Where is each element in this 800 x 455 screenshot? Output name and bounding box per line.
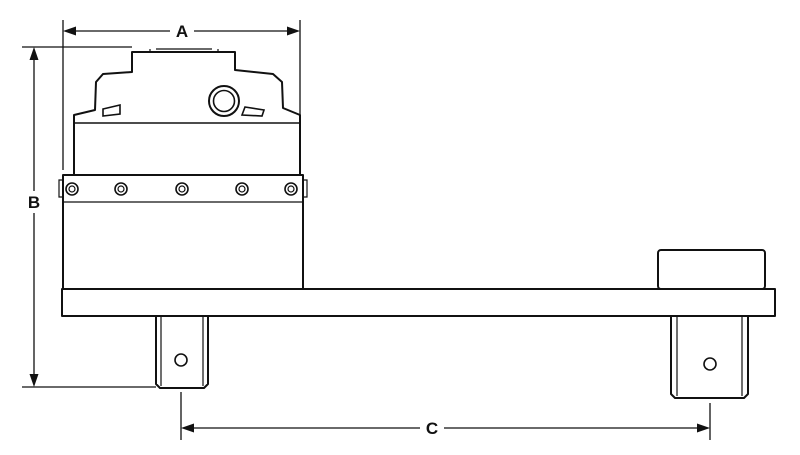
dimension-c: C — [180, 392, 711, 440]
screw-icon — [175, 182, 189, 196]
housing-screws — [65, 182, 298, 196]
gearbox-head — [73, 48, 301, 177]
reaction-port-icon — [208, 85, 240, 117]
screw-icon — [114, 182, 128, 196]
dimension-b-label: B — [28, 193, 40, 212]
reaction-bar — [61, 249, 776, 317]
dimension-c-label: C — [426, 419, 438, 438]
reaction-square — [670, 315, 749, 399]
screw-icon — [235, 182, 249, 196]
output-square-drive — [155, 315, 209, 389]
dimension-a: A — [62, 20, 301, 170]
dimension-b: B — [22, 46, 156, 388]
dimension-a-label: A — [176, 22, 188, 41]
screw-icon — [284, 182, 298, 196]
screw-icon — [65, 182, 79, 196]
